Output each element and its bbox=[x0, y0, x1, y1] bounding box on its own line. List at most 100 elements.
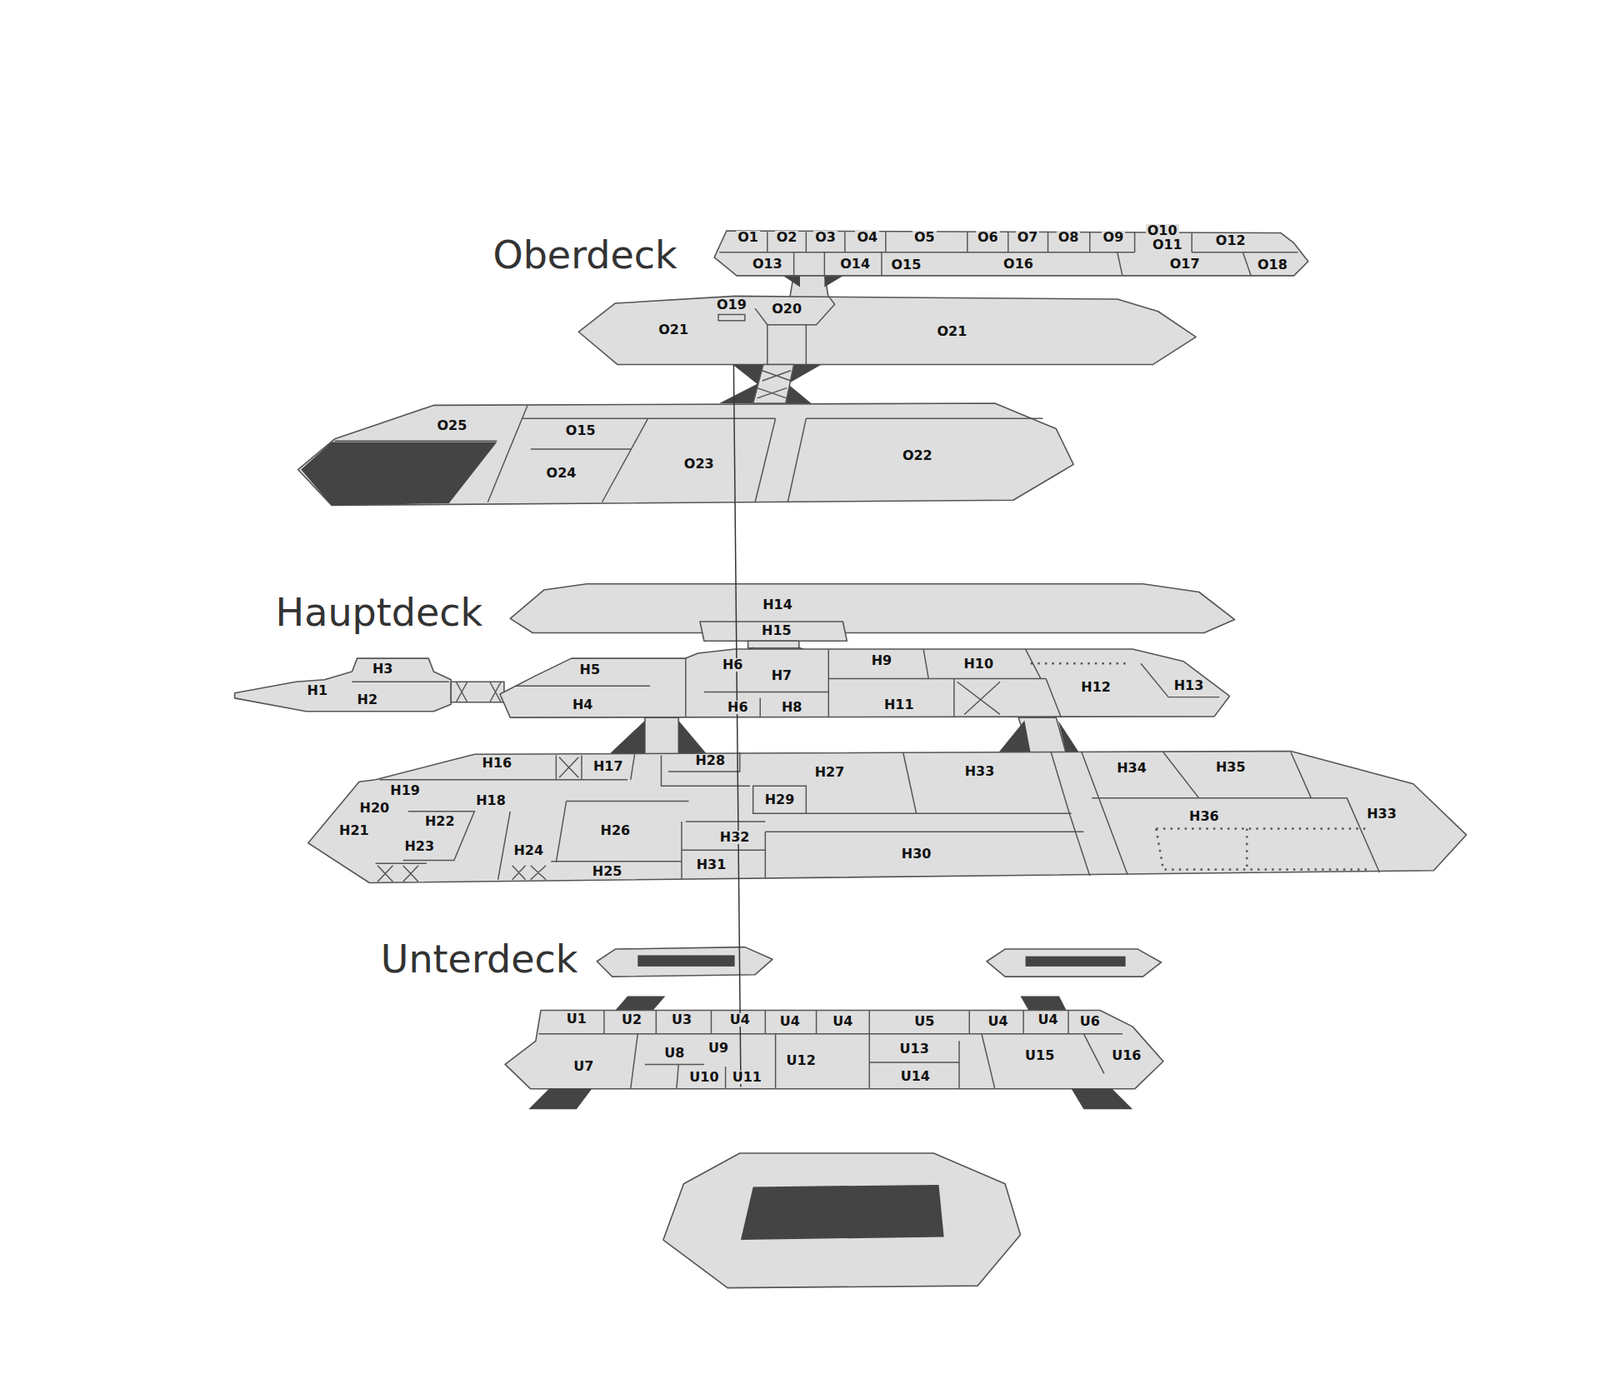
room-walls bbox=[700, 621, 847, 641]
room: H8 bbox=[780, 700, 805, 715]
room-walls bbox=[515, 649, 1220, 718]
room-label: U9 bbox=[706, 1041, 730, 1055]
stair-symbol bbox=[998, 720, 1031, 754]
room: O13 bbox=[750, 256, 785, 272]
room-label: U8 bbox=[662, 1046, 686, 1060]
stair-symbol bbox=[678, 720, 706, 754]
room: H12 bbox=[1079, 680, 1113, 695]
room-label: U4 bbox=[985, 1015, 1010, 1029]
room-label: H6 bbox=[720, 658, 745, 672]
room: H28 bbox=[693, 753, 727, 769]
room: H33 bbox=[963, 764, 997, 780]
room: H13 bbox=[1172, 678, 1206, 694]
room-label: O5 bbox=[912, 230, 937, 245]
room-label: O9 bbox=[1101, 230, 1126, 245]
room-label: U7 bbox=[571, 1060, 595, 1074]
room: H7 bbox=[770, 668, 795, 684]
room-label: H34 bbox=[1115, 761, 1149, 775]
room-label: U5 bbox=[912, 1015, 936, 1029]
stair-symbol bbox=[528, 1089, 592, 1110]
room: O11 bbox=[1150, 237, 1185, 253]
room-label: O8 bbox=[1056, 230, 1081, 245]
room-label: H2 bbox=[355, 693, 380, 707]
room-label: H3 bbox=[370, 662, 395, 676]
room: U9 bbox=[706, 1040, 730, 1056]
room: H34 bbox=[1115, 760, 1149, 776]
axis-line bbox=[733, 364, 741, 1087]
room-label: H19 bbox=[388, 784, 422, 798]
dark-area bbox=[637, 955, 735, 966]
room: H6 bbox=[725, 700, 750, 715]
room-label: O20 bbox=[770, 302, 804, 316]
room-label: O15 bbox=[564, 424, 598, 438]
stair-symbol bbox=[615, 995, 665, 1010]
room-label: U4 bbox=[830, 1015, 855, 1029]
room-walls bbox=[755, 295, 835, 365]
room: U12 bbox=[785, 1053, 818, 1069]
room: U8 bbox=[662, 1045, 686, 1061]
room: O21 bbox=[656, 322, 690, 338]
room-label: U4 bbox=[1035, 1013, 1060, 1027]
room: O23 bbox=[682, 456, 716, 472]
room: O17 bbox=[1168, 256, 1202, 272]
room-label: H26 bbox=[599, 824, 633, 838]
room-label: H23 bbox=[402, 840, 436, 854]
dark-area bbox=[740, 1185, 945, 1240]
stair-symbol bbox=[757, 370, 791, 399]
room-label: H27 bbox=[813, 765, 847, 780]
room: H3 bbox=[370, 661, 395, 677]
room-walls bbox=[351, 681, 449, 683]
room-label: H13 bbox=[1172, 679, 1206, 693]
room-label: H21 bbox=[337, 824, 371, 838]
room: O10 bbox=[1145, 223, 1180, 239]
room-walls bbox=[539, 1010, 1123, 1090]
room-label: H22 bbox=[423, 815, 457, 829]
room-label: O16 bbox=[1001, 257, 1035, 271]
room: H14 bbox=[760, 597, 795, 613]
room: H30 bbox=[900, 846, 934, 862]
room: O22 bbox=[900, 448, 935, 464]
stair-symbol bbox=[1071, 1089, 1133, 1110]
room: H2 bbox=[355, 692, 380, 708]
room: H16 bbox=[480, 755, 514, 771]
room-walls bbox=[335, 405, 1044, 502]
stair bbox=[645, 717, 679, 755]
room-label: H7 bbox=[770, 669, 795, 683]
room-label: H17 bbox=[591, 760, 625, 774]
room: O24 bbox=[545, 465, 579, 481]
room: H5 bbox=[577, 662, 602, 678]
room: U4 bbox=[830, 1014, 855, 1030]
room: U14 bbox=[899, 1069, 932, 1085]
room-label: O6 bbox=[975, 230, 1000, 245]
room: O4 bbox=[855, 230, 880, 245]
stair-symbol bbox=[1020, 995, 1066, 1010]
room-label: O23 bbox=[682, 457, 716, 471]
room-label: H28 bbox=[693, 754, 727, 768]
room: H9 bbox=[870, 653, 895, 669]
room-label: U12 bbox=[785, 1054, 818, 1068]
room: O25 bbox=[435, 418, 470, 434]
room: U4 bbox=[778, 1014, 802, 1030]
room: H10 bbox=[961, 656, 995, 672]
room: U4 bbox=[1035, 1012, 1060, 1028]
room-label: U11 bbox=[730, 1070, 764, 1085]
room-label: H18 bbox=[474, 794, 508, 808]
stair-symbol bbox=[1058, 720, 1080, 754]
room-label: O19 bbox=[715, 298, 749, 312]
room: U5 bbox=[912, 1014, 936, 1030]
room: U2 bbox=[620, 1012, 644, 1028]
corridor bbox=[450, 681, 505, 702]
deck-plate bbox=[663, 1153, 1021, 1289]
room: U6 bbox=[1078, 1014, 1102, 1030]
dark-area bbox=[300, 442, 497, 506]
room-label: H25 bbox=[590, 865, 625, 879]
room-label: O12 bbox=[1214, 234, 1248, 248]
room-label: O21 bbox=[935, 325, 970, 339]
room: U4 bbox=[728, 1012, 752, 1028]
room-label: H33 bbox=[1365, 807, 1399, 821]
room-label: U4 bbox=[778, 1015, 802, 1029]
room: O15 bbox=[564, 423, 598, 439]
room-label: U3 bbox=[670, 1013, 694, 1027]
room: H24 bbox=[511, 843, 545, 859]
